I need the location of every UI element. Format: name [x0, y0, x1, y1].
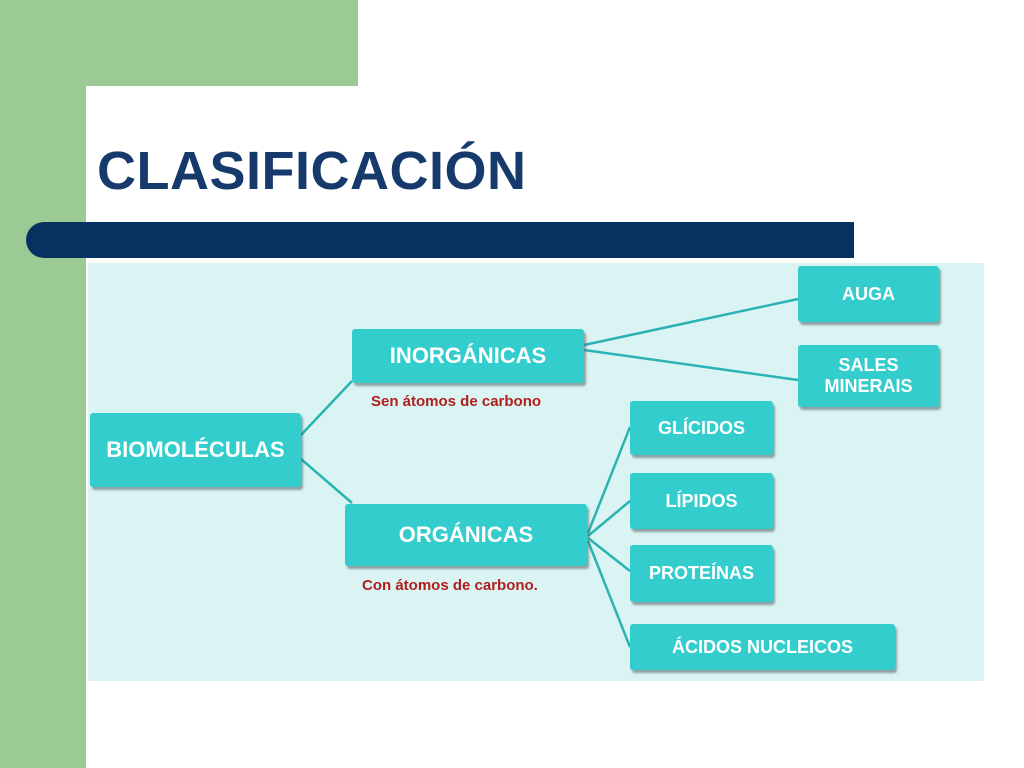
connector-organic-lipidos — [587, 500, 631, 537]
node-proteinas: PROTEÍNAS — [630, 545, 773, 602]
connector-inorganic-sales — [583, 348, 799, 382]
green-accent-left — [0, 0, 86, 768]
node-auga: AUGA — [798, 266, 939, 322]
node-organicas: ORGÁNICAS — [345, 504, 587, 566]
connector-lines — [300, 297, 799, 648]
concept-map: BIOMOLÉCULAS INORGÁNICAS Sen átomos de c… — [88, 263, 984, 681]
connector-inorganic-auga — [583, 297, 799, 347]
node-acidos-nucleicos: ÁCIDOS NUCLEICOS — [630, 624, 895, 670]
connector-root-inorganic — [300, 380, 353, 436]
node-sales-minerais: SALES MINERAIS — [798, 345, 939, 407]
node-glicidos: GLÍCIDOS — [630, 401, 773, 455]
connector-organic-acidos — [586, 540, 632, 648]
slide-title: CLASIFICACIÓN — [97, 141, 527, 201]
connector-root-organic — [300, 458, 353, 504]
note-inorganicas: Sen átomos de carbono — [371, 393, 542, 410]
title-underline-bar — [26, 222, 854, 258]
node-inorganicas: INORGÁNICAS — [352, 329, 584, 383]
connector-organic-proteinas — [587, 537, 631, 572]
connector-organic-glicidos — [586, 426, 632, 534]
node-biomoleculas: BIOMOLÉCULAS — [90, 413, 301, 487]
note-organicas: Con átomos de carbono. — [362, 577, 538, 594]
node-lipidos: LÍPIDOS — [630, 473, 773, 529]
